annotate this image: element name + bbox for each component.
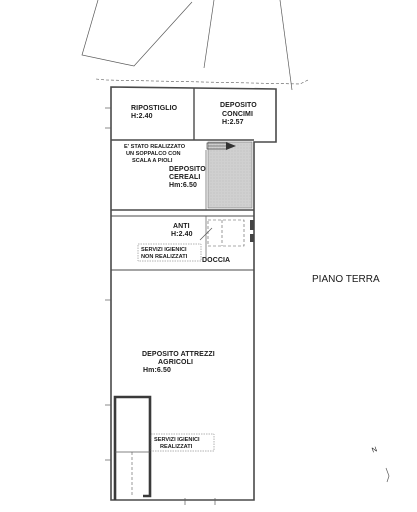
site-boundary	[81, 0, 309, 91]
attrezzi-label-1: DEPOSITO ATTREZZI	[142, 351, 215, 358]
servizi-non-1: SERVIZI IGIENICI	[141, 247, 187, 253]
anti-height: H:2.40	[171, 231, 193, 238]
servizi-real-1: SERVIZI IGIENICI	[154, 437, 200, 443]
doccia-label: DOCCIA	[202, 257, 230, 264]
soppalco-note-3: SCALA A PIOLI	[132, 158, 173, 164]
cereali-height: Hm:6.50	[169, 182, 197, 189]
ripostiglio-height: H:2.40	[131, 113, 153, 120]
ripostiglio-label: RIPOSTIGLIO	[131, 105, 178, 112]
soppalco-note-1: E' STATO REALIZZATO	[124, 144, 186, 150]
attrezzi-label-2: AGRICOLI	[158, 359, 193, 366]
concimi-height: H:2.57	[222, 119, 244, 126]
attrezzi-height: Hm:6.50	[143, 367, 171, 374]
bathroom-fixtures	[199, 219, 254, 247]
cereali-label-2: CEREALI	[169, 174, 200, 181]
soppalco-note-2: UN SOPPALCO CON	[126, 151, 181, 157]
sheet-title: PIANO TERRA	[312, 274, 380, 285]
realized-bathroom-walls	[113, 395, 152, 500]
servizi-non-box: SERVIZI IGIENICI NON REALIZZATI	[137, 243, 202, 262]
soppalco-hatch	[207, 141, 253, 209]
cereali-label-1: DEPOSITO	[169, 166, 206, 173]
svg-text:N: N	[371, 446, 378, 454]
concimi-label-2: CONCIMI	[222, 111, 253, 118]
wall-ticks	[105, 107, 216, 505]
servizi-real-2: REALIZZATI	[160, 444, 193, 450]
concimi-label-1: DEPOSITO	[220, 102, 257, 109]
anti-label: ANTI	[173, 223, 190, 230]
servizi-realizzati-box: SERVIZI IGIENICI REALIZZATI	[150, 433, 215, 452]
north-arrow-icon: N	[371, 446, 390, 483]
soppalco-arrow	[206, 142, 236, 150]
building-outline	[110, 86, 277, 501]
servizi-non-2: NON REALIZZATI	[141, 254, 188, 260]
